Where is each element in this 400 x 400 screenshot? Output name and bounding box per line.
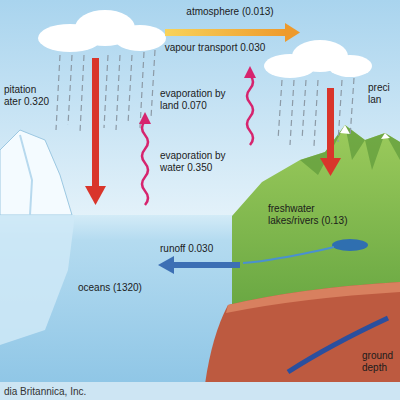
ocean bbox=[0, 215, 400, 385]
footer-bar bbox=[0, 382, 400, 400]
rain-left bbox=[56, 50, 155, 132]
store-label: oceans (1320) bbox=[78, 282, 168, 294]
flux-label: vapour transport 0.030 bbox=[150, 42, 280, 54]
ground-layer bbox=[205, 282, 400, 384]
vapour-transport-arrow bbox=[165, 23, 300, 42]
land bbox=[232, 125, 400, 305]
cloud-left bbox=[38, 10, 166, 52]
evaporation-land-arrow bbox=[244, 66, 256, 145]
flux-label: evaporation by water 0.350 bbox=[160, 150, 240, 174]
flux-label: evaporation by land 0.070 bbox=[160, 88, 240, 112]
iceberg bbox=[0, 130, 75, 345]
store-label: ground depth bbox=[362, 350, 396, 374]
river bbox=[243, 247, 334, 263]
rain-right bbox=[278, 78, 354, 146]
store-label: atmosphere (0.013) bbox=[165, 6, 295, 18]
copyright-note: dia Britannica, Inc. bbox=[4, 386, 224, 398]
store-label: freshwater lakes/rivers (0.13) bbox=[268, 203, 360, 227]
precipitation-arrow-land bbox=[320, 88, 341, 176]
cloud-right bbox=[264, 40, 372, 78]
flux-label: preci lan bbox=[368, 82, 396, 106]
lake bbox=[332, 239, 368, 251]
flux-label: pitation ater 0.320 bbox=[4, 84, 52, 108]
evaporation-water-arrow bbox=[139, 112, 151, 205]
runoff-arrow bbox=[158, 256, 240, 274]
flux-label: runoff 0.030 bbox=[160, 243, 232, 255]
precipitation-arrow-water bbox=[85, 58, 106, 205]
